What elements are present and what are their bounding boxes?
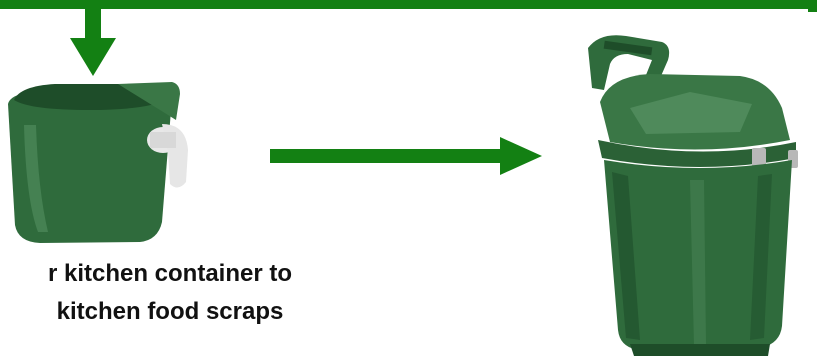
top-connector-bar [0, 0, 817, 12]
caption-line-2: kitchen food scraps [0, 296, 380, 328]
down-arrow [70, 0, 116, 76]
right-arrow [270, 137, 542, 175]
kitchen-caddy-icon [8, 82, 188, 243]
outdoor-bin-icon [588, 35, 798, 356]
caption-line-1: r kitchen container to [0, 258, 380, 290]
